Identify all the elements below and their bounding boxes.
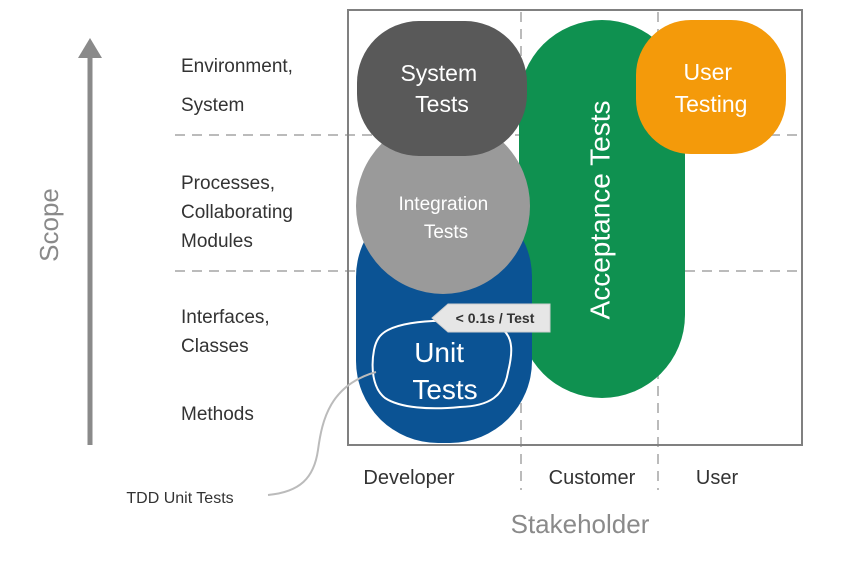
scope-level-processes-line2: Collaborating: [181, 202, 293, 223]
unit-tests-label-line1: Unit: [414, 337, 464, 368]
user-testing-label-line2: Testing: [675, 91, 748, 117]
scope-level-methods: Methods: [181, 404, 254, 425]
scope-level-environment: Environment, System: [181, 56, 298, 116]
stakeholder-customer: Customer: [549, 467, 636, 489]
unit-tests-label: Unit Tests: [412, 337, 477, 405]
scope-level-environment-line2: System: [181, 95, 244, 116]
system-tests-label-line2: Tests: [415, 91, 469, 117]
system-tests-shape: [357, 21, 527, 156]
scope-level-processes-line3: Modules: [181, 231, 253, 252]
scope-level-environment-line1: Environment,: [181, 56, 293, 77]
integration-tests-shape: [356, 118, 530, 294]
scope-level-interfaces: Interfaces, Classes: [181, 307, 275, 357]
scope-level-processes-line1: Processes,: [181, 173, 275, 194]
integration-tests-label: Integration Tests: [398, 194, 493, 243]
scope-level-interfaces-line1: Interfaces,: [181, 307, 270, 328]
unit-tests-label-line2: Tests: [412, 374, 477, 405]
stakeholder-developer: Developer: [363, 467, 455, 489]
system-tests-label: System Tests: [400, 60, 483, 117]
tdd-annotation-connector: [267, 371, 377, 496]
user-testing-shape: [636, 20, 786, 154]
user-testing-label: User Testing: [675, 59, 748, 117]
timing-callout: [431, 303, 551, 333]
matrix-frame: [347, 9, 803, 446]
user-testing-label-line1: User: [684, 59, 733, 85]
scope-level-processes: Processes, Collaborating Modules: [181, 173, 298, 252]
scope-axis-arrow: [78, 38, 102, 445]
stakeholder-axis-label: Stakeholder: [511, 509, 650, 539]
integration-tests-label-line1: Integration: [398, 194, 488, 215]
tdd-annotation-label: TDD Unit Tests: [126, 490, 233, 507]
integration-tests-label-line2: Tests: [424, 222, 468, 243]
scope-axis-label: Scope: [34, 188, 64, 262]
timing-callout-label: < 0.1s / Test: [456, 310, 535, 326]
system-tests-label-line1: System: [400, 60, 477, 86]
acceptance-tests-label: Acceptance Tests: [584, 101, 615, 320]
scope-level-interfaces-line2: Classes: [181, 336, 249, 357]
stakeholder-user: User: [696, 467, 739, 489]
